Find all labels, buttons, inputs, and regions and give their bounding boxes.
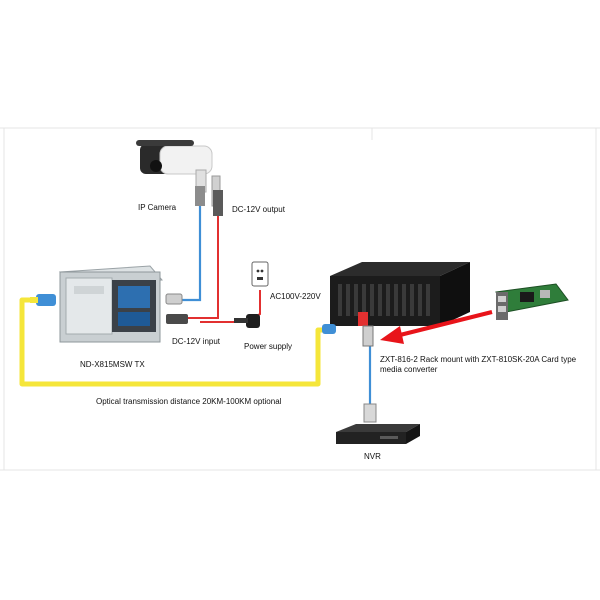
rack-label-line1: ZXT-816-2 Rack mount with ZXT-810SK-20A … — [380, 355, 577, 364]
background-frame — [0, 127, 600, 471]
rj45-connector-icon — [165, 293, 188, 324]
nvr-icon — [336, 424, 420, 444]
camera-network-cable — [180, 205, 202, 302]
fiber-cable — [19, 297, 328, 387]
dc-output-label: DC-12V output — [232, 205, 285, 214]
rack-fiber-connector-icon — [322, 324, 336, 334]
nd-box-label: ND-X815MSW TX — [80, 360, 145, 369]
ac-power-label: AC100V-220V — [270, 292, 321, 301]
fiber-connector-icon — [30, 294, 56, 306]
insert-arrow — [380, 310, 493, 344]
power-supply-label: Power supply — [244, 342, 293, 351]
outdoor-box-icon — [58, 265, 164, 343]
dc-input-label: DC-12V input — [172, 337, 221, 346]
nvr-connector-icon — [363, 403, 377, 423]
converter-card-icon — [495, 283, 569, 320]
power-adapter-icon — [234, 314, 260, 328]
ip-camera-label: IP Camera — [138, 203, 177, 212]
ip-camera-icon — [136, 140, 221, 207]
nvr-label: NVR — [364, 452, 381, 461]
rack-label-line2: media converter — [380, 365, 438, 374]
wall-socket-icon — [251, 261, 269, 287]
distance-label: Optical transmission distance 20KM-100KM… — [96, 397, 282, 406]
rack-chassis-icon — [330, 262, 470, 347]
camera-power-cable — [186, 215, 219, 319]
camera-connectors — [195, 186, 223, 216]
